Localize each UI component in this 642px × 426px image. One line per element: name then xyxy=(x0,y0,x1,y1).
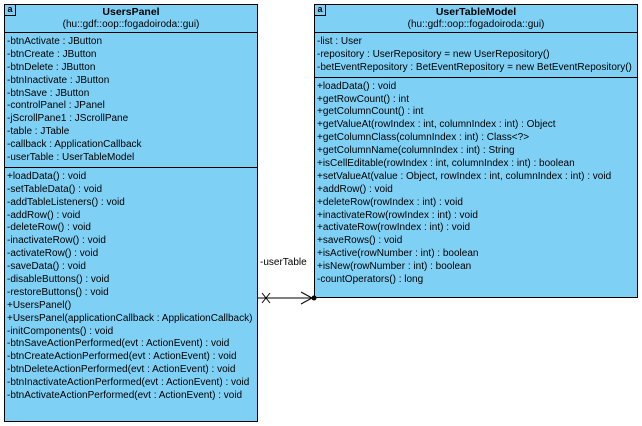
operation-row[interactable]: -btnSaveActionPerformed(evt : ActionEven… xyxy=(7,338,230,350)
operation-row[interactable]: -addRow() : void xyxy=(7,209,81,221)
class-header: a UsersPanel (hu::gdf::oop::fogadoiroda:… xyxy=(5,5,257,33)
operation-row[interactable]: +isNew(rowNumber : int) : boolean xyxy=(317,261,472,273)
class-package: (hu::gdf::oop::fogadoiroda::gui) xyxy=(62,19,200,30)
operation-row[interactable]: -initComponents() : void xyxy=(7,325,114,337)
operation-row[interactable]: +isActive(rowNumber : int) : boolean xyxy=(317,248,479,260)
class-user-table-model[interactable]: a UserTableModel (hu::gdf::oop::fogadoir… xyxy=(314,4,638,298)
operation-row[interactable]: +activateRow(rowIndex : int) : void xyxy=(317,222,471,234)
attribute-row[interactable]: -btnActivate : JButton xyxy=(7,36,103,47)
operation-row[interactable]: -btnCreateActionPerformed(evt : ActionEv… xyxy=(7,351,237,363)
attribute-row[interactable]: -jScrollPane1 : JScrollPane xyxy=(7,113,129,125)
class-header: a UserTableModel (hu::gdf::oop::fogadoir… xyxy=(315,5,637,33)
class-package: (hu::gdf::oop::fogadoiroda::gui) xyxy=(407,19,545,30)
operation-row[interactable]: -countOperators() : long xyxy=(317,274,424,286)
operation-row[interactable]: +getValueAt(rowIndex : int, columnIndex … xyxy=(317,119,556,131)
association-role-label: -userTable xyxy=(260,257,307,268)
attribute-row[interactable]: -btnCreate : JButton xyxy=(7,48,97,60)
operation-row[interactable]: -btnDeleteActionPerformed(evt : ActionEv… xyxy=(7,364,236,376)
operation-row[interactable]: -inactivateRow() : void xyxy=(7,235,106,247)
attribute-row[interactable]: -btnDelete : JButton xyxy=(7,61,96,73)
attributes-compartment: -btnActivate : JButton-btnCreate : JButt… xyxy=(5,33,257,168)
attribute-row[interactable]: -userTable : UserTableModel xyxy=(7,152,135,164)
operation-row[interactable]: -saveData() : void xyxy=(7,261,86,273)
operation-row[interactable]: -restoreButtons() : void xyxy=(7,286,109,298)
attribute-row[interactable]: -list : User xyxy=(317,36,362,47)
attribute-row[interactable]: -controlPanel : JPanel xyxy=(7,100,105,112)
operation-row[interactable]: -deleteRow() : void xyxy=(7,222,91,234)
operation-row[interactable]: +getColumnName(columnIndex : int) : Stri… xyxy=(317,145,515,157)
ownership-dot xyxy=(311,295,317,301)
class-users-panel[interactable]: a UsersPanel (hu::gdf::oop::fogadoiroda:… xyxy=(4,4,258,422)
operation-row[interactable]: +getColumnClass(columnIndex : int) : Cla… xyxy=(317,132,530,144)
attribute-row[interactable]: -betEventRepository : BetEventRepository… xyxy=(317,61,632,73)
operation-row[interactable]: +saveRows() : void xyxy=(317,235,403,247)
operations-compartment: +loadData() : void+getRowCount() : int+g… xyxy=(315,78,637,289)
attributes-compartment: -list : User-repository : UserRepository… xyxy=(315,33,637,78)
operation-row[interactable]: +loadData() : void xyxy=(7,170,87,182)
operation-row[interactable]: +setValueAt(value : Object, rowIndex : i… xyxy=(317,170,612,182)
attribute-row[interactable]: -table : JTable xyxy=(7,126,70,138)
attribute-row[interactable]: -btnSave : JButton xyxy=(7,87,90,99)
operations-compartment: +loadData() : void-setTableData() : void… xyxy=(5,168,257,405)
operation-row[interactable]: -btnInactivateActionPerformed(evt : Acti… xyxy=(7,377,250,389)
operation-row[interactable]: +getRowCount() : int xyxy=(317,93,409,105)
operation-row[interactable]: -activateRow() : void xyxy=(7,248,99,260)
operation-row[interactable]: +inactivateRow(rowIndex : int) : void xyxy=(317,209,478,221)
attribute-row[interactable]: -btnInactivate : JButton xyxy=(7,74,110,86)
operation-row[interactable]: +UsersPanel(applicationCallback : Applic… xyxy=(7,312,253,324)
attribute-row[interactable]: -callback : ApplicationCallback xyxy=(7,139,142,151)
attribute-row[interactable]: -repository : UserRepository = new UserR… xyxy=(317,48,550,60)
operation-row[interactable]: +addRow() : void xyxy=(317,183,393,195)
operation-row[interactable]: +deleteRow(rowIndex : int) : void xyxy=(317,196,463,208)
class-name: UserTableModel xyxy=(435,6,517,18)
operation-row[interactable]: -btnActivateActionPerformed(evt : Action… xyxy=(7,390,243,402)
abstract-marker: a xyxy=(5,5,16,16)
operation-row[interactable]: -setTableData() : void xyxy=(7,183,103,195)
non-navigable-mark xyxy=(261,292,271,304)
operation-row[interactable]: -addTableListeners() : void xyxy=(7,196,125,208)
class-name: UsersPanel xyxy=(102,6,160,18)
operation-row[interactable]: -disableButtons() : void xyxy=(7,274,110,286)
operation-row[interactable]: +isCellEditable(rowIndex : int, columnIn… xyxy=(317,158,575,170)
operation-row[interactable]: +getColumnCount() : int xyxy=(317,106,424,118)
abstract-marker: a xyxy=(315,5,326,16)
operation-row[interactable]: +UsersPanel() xyxy=(7,299,72,311)
operation-row[interactable]: +loadData() : void xyxy=(317,80,397,92)
